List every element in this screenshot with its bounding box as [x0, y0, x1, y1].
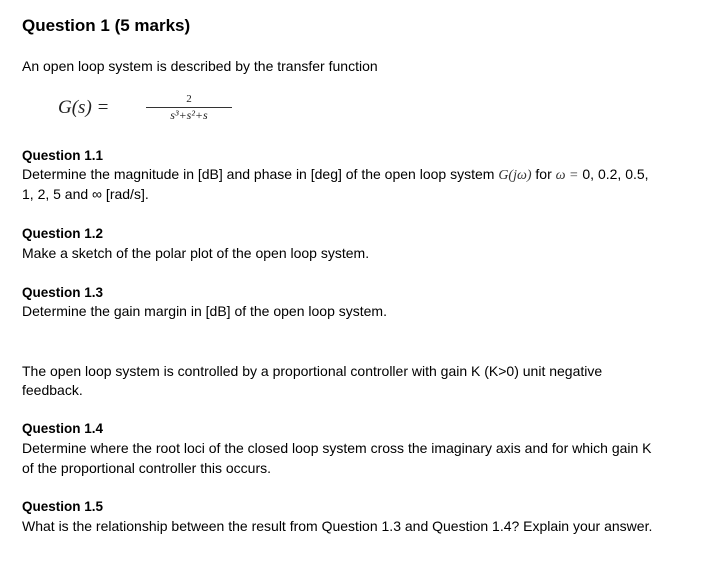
formula-lhs: G(s) = — [58, 97, 110, 118]
q11-math-gjw: G(jω) — [498, 168, 532, 183]
question-1-5-text: What is the relationship between the res… — [22, 518, 653, 534]
question-1-4-text-line2: of the proportional controller this occu… — [22, 460, 272, 476]
intro-text: An open loop system is described by the … — [22, 58, 378, 74]
question-1-1-text-line2: 1, 2, 5 and ∞ [rad/s]. — [22, 186, 149, 202]
question-1-5-heading: Question 1.5 — [22, 499, 104, 514]
controller-text-line1: The open loop system is controlled by a … — [22, 363, 603, 379]
question-1-2-text: Make a sketch of the polar plot of the o… — [22, 245, 370, 261]
question-1-3-text: Determine the gain margin in [dB] of the… — [22, 303, 387, 319]
formula-fraction: 2 s³+s²+s — [144, 93, 234, 123]
question-1-4-text-line1: Determine where the root loci of the clo… — [22, 440, 652, 456]
q11-text-b: for — [531, 166, 556, 182]
formula-numerator: 2 — [186, 93, 192, 105]
q11-text-a: Determine the magnitude in [dB] and phas… — [22, 166, 499, 182]
fraction-bar — [146, 107, 232, 108]
question-1-1-heading: Question 1.1 — [22, 148, 104, 163]
question-1-4-heading: Question 1.4 — [22, 421, 104, 436]
question-1-2-heading: Question 1.2 — [22, 226, 104, 241]
controller-text-line2: feedback. — [22, 382, 83, 398]
formula-denominator: s³+s²+s — [170, 108, 208, 122]
question-1-1-text-line1: Determine the magnitude in [dB] and phas… — [22, 166, 649, 184]
question-1-3-heading: Question 1.3 — [22, 285, 104, 300]
page-title: Question 1 (5 marks) — [22, 16, 191, 35]
q11-text-c: 0, 0.2, 0.5, — [578, 166, 649, 182]
q11-math-omega: ω = — [555, 168, 579, 183]
